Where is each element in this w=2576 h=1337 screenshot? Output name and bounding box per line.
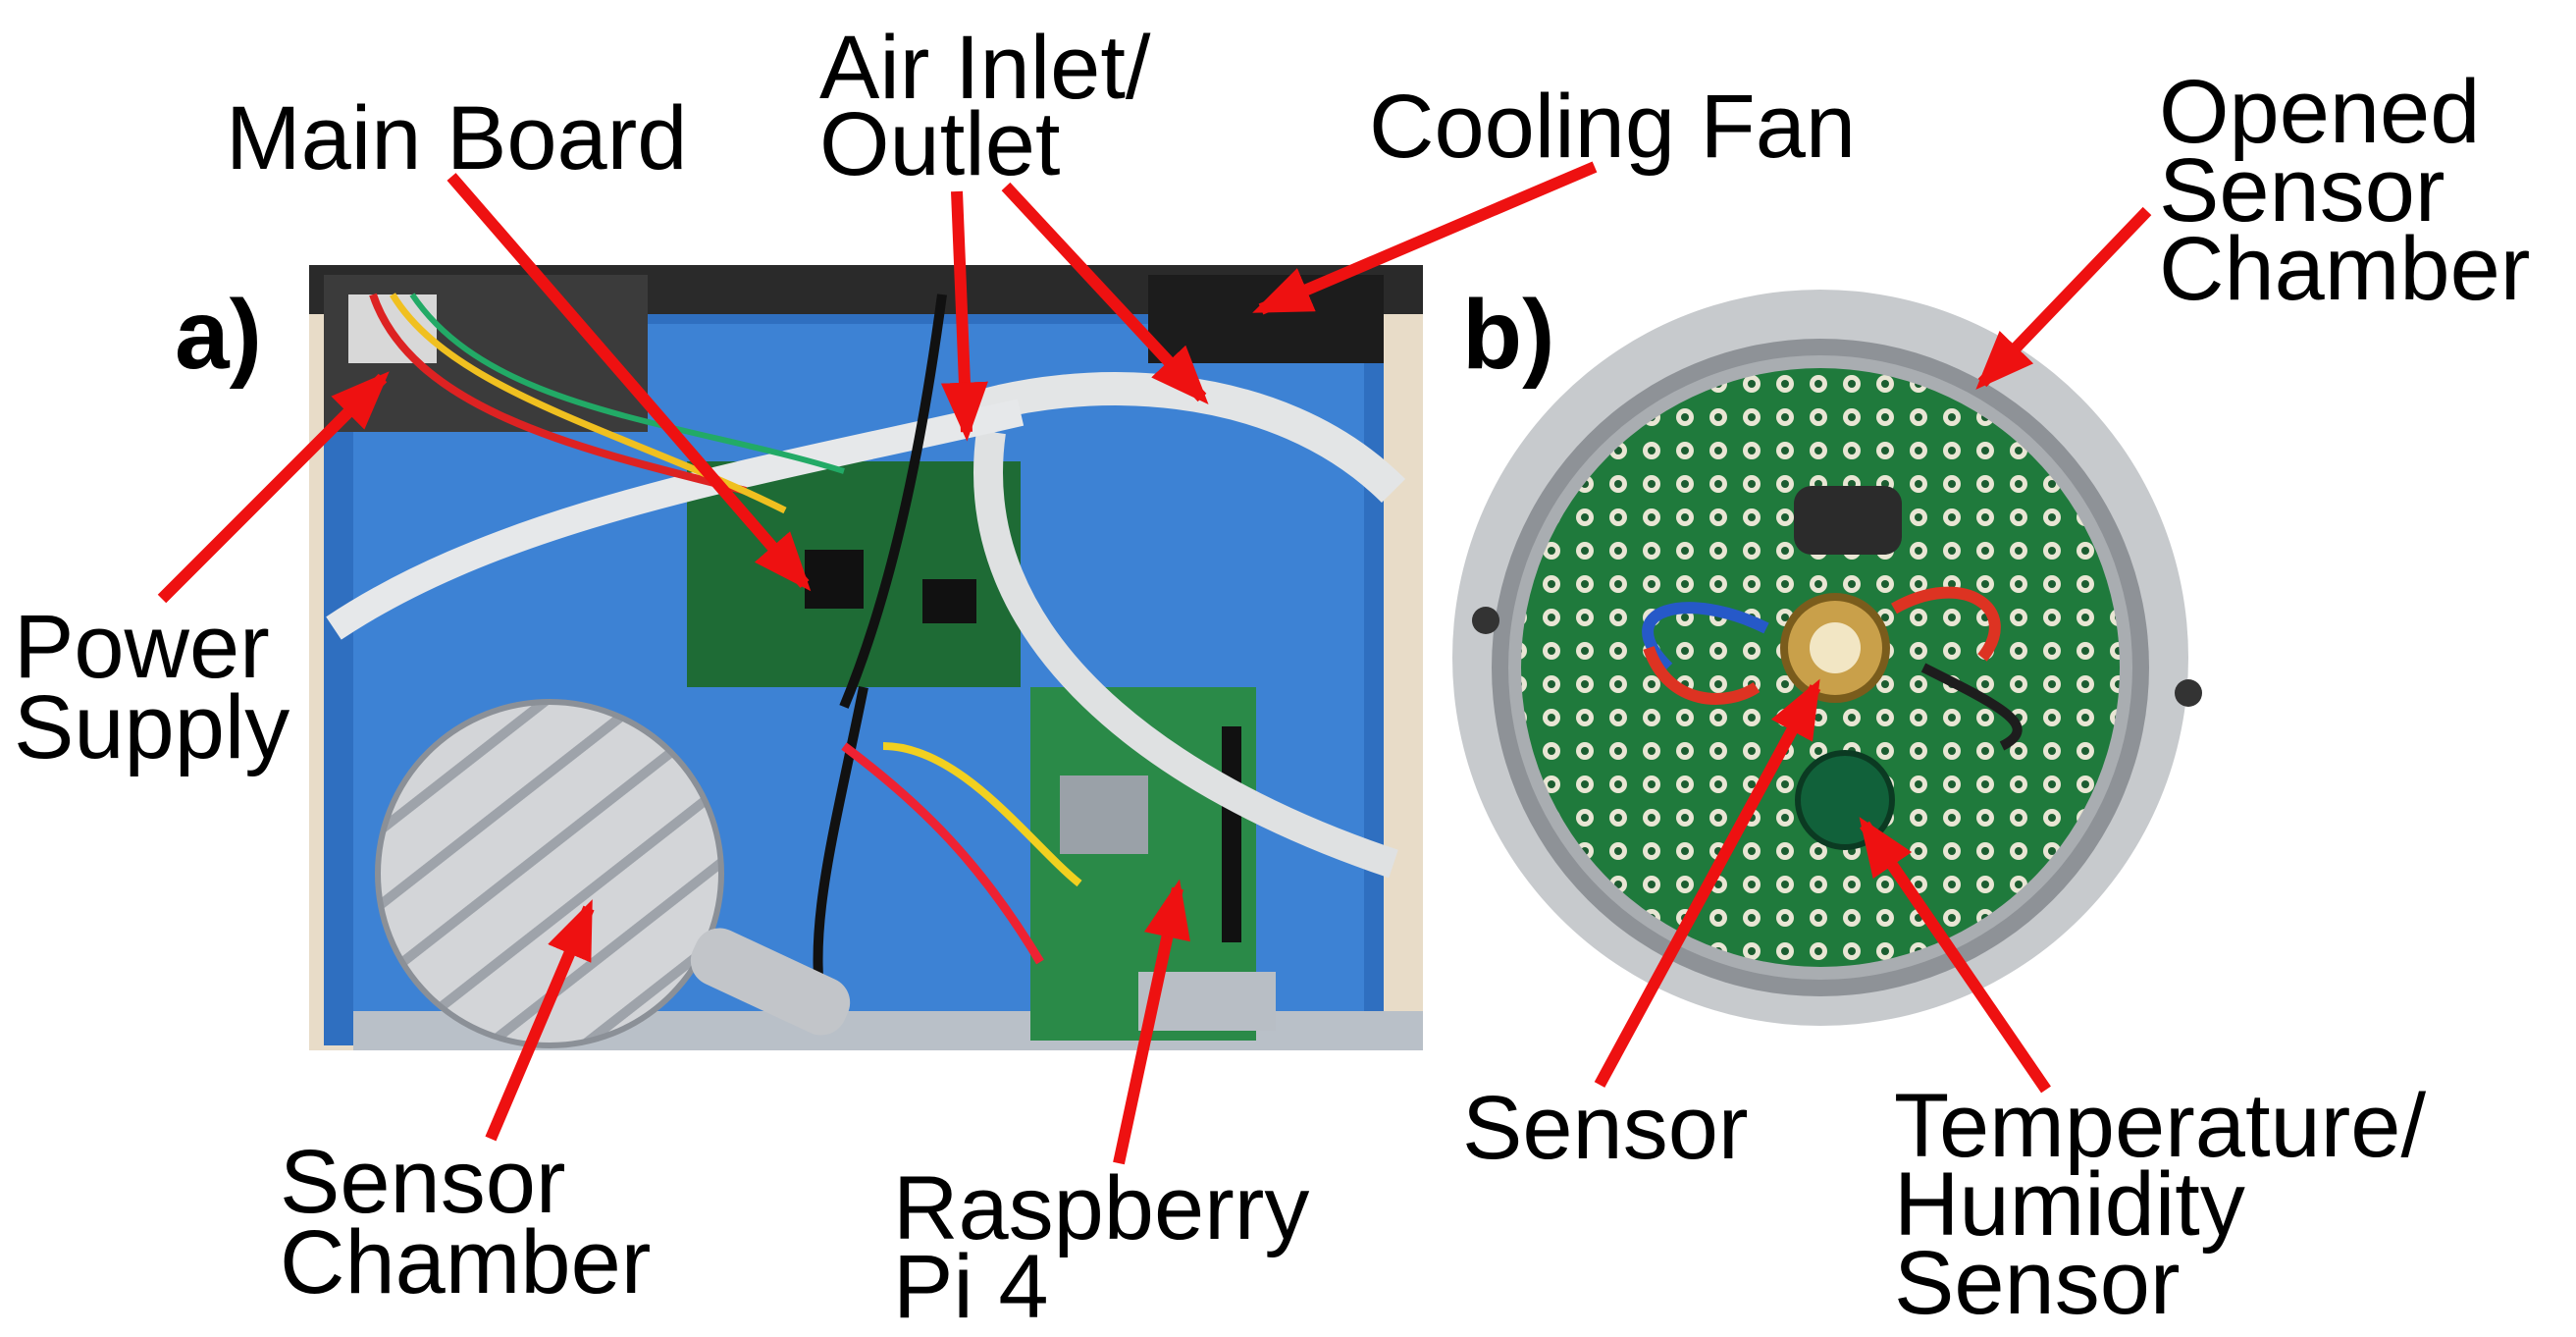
cooling-fan-unit (1148, 275, 1384, 363)
arrow-air-outlet (1001, 182, 1209, 405)
label-main-board: Main Board (226, 88, 687, 188)
label-cooling-fan: Cooling Fan (1369, 77, 1856, 177)
callout-arrows (157, 161, 2152, 1165)
arrow-opened-chamber (1975, 206, 2152, 390)
label-opened-sensor-chamber: Opened Sensor Chamber (2159, 62, 2530, 319)
label-power-supply: Power Supply (14, 597, 294, 777)
arrow-raspberry-pi (1113, 879, 1190, 1165)
label-air-inlet-outlet: Air Inlet/ Outlet (819, 18, 1176, 194)
arrow-cooling-fan (1252, 161, 1598, 315)
arrow-temperature-humidity (1859, 817, 2051, 1094)
sensor-chamber-heatsink (375, 699, 724, 1048)
arrow-sensor-chamber (485, 899, 595, 1142)
label-sensor: Sensor (1462, 1078, 1749, 1178)
arrow-main-board (447, 173, 812, 592)
label-temperature-humidity-sensor: Temperature/ Humidity Sensor (1894, 1076, 2451, 1333)
opened-chamber-photo (1452, 290, 2202, 1026)
device-photo (309, 265, 1423, 1050)
arrow-sensor (1594, 678, 1821, 1088)
panel-label-b: b) (1462, 280, 1554, 390)
label-raspberry-pi: Raspberry Pi 4 (893, 1158, 1335, 1337)
temperature-humidity-sensor (1795, 750, 1895, 850)
arrow-power-supply (157, 371, 390, 604)
panel-label-a: a) (175, 280, 262, 390)
arrow-air-inlet (940, 190, 988, 442)
label-sensor-chamber: Sensor Chamber (280, 1132, 651, 1312)
